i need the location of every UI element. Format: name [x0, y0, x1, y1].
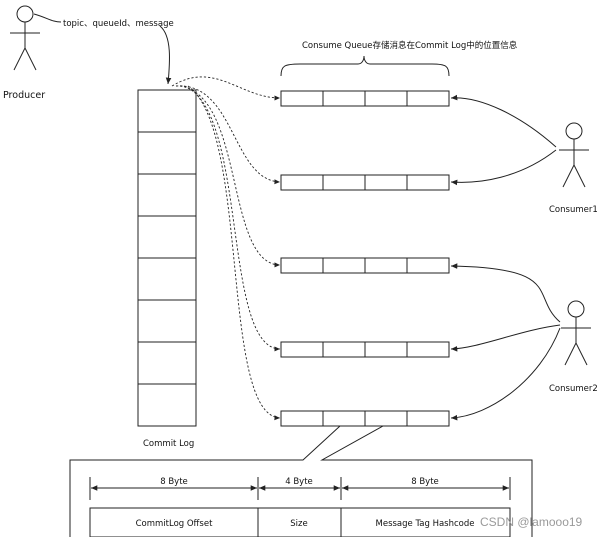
consumer2-label: Consumer2 [549, 384, 598, 394]
consumer1-pull-arrow [450, 94, 557, 148]
commit-log-cell [137, 215, 197, 259]
producer-send-arrow [159, 25, 172, 85]
producer-label-connector [33, 13, 62, 23]
commit-log-cell [137, 341, 197, 385]
commit-log-cell [137, 257, 197, 301]
commit-log-cell [137, 173, 197, 217]
producer-label: Producer [3, 90, 45, 101]
dispatch-arrow [183, 85, 281, 352]
dispatch-arrow [187, 85, 281, 421]
commit-log-label: Commit Log [143, 439, 194, 449]
consumer2-pull-arrow [450, 263, 561, 323]
consumer1-figure [559, 122, 589, 188]
consumer2-pull-arrow [450, 324, 561, 352]
consumer2-pull-arrow [450, 327, 561, 421]
entry-field-size: 4 Byte [285, 477, 313, 487]
commit-log-cell [137, 383, 197, 427]
consume-queue-row [280, 257, 450, 274]
consumer2-figure [561, 300, 591, 366]
consume-queue-row [280, 174, 450, 191]
entry-field-name: Size [290, 519, 307, 529]
entry-field-size: 8 Byte [411, 477, 439, 487]
consume-queue-row [280, 341, 450, 358]
consume-queue-brace [280, 55, 450, 77]
consume-queue-row [280, 410, 450, 427]
entry-size-dimensions [89, 477, 511, 500]
consume-queue-row [280, 90, 450, 107]
entry-detail-callout [69, 425, 533, 537]
commit-log-column [137, 89, 197, 427]
entry-field-size: 8 Byte [160, 477, 188, 487]
commit-log-cell [137, 131, 197, 175]
producer-figure [10, 5, 40, 71]
consume-queue-caption: Consume Queue存储消息在Commit Log中的位置信息 [302, 40, 518, 51]
watermark: CSDN @lamooo19 [480, 515, 583, 529]
entry-field-name: Message Tag Hashcode [376, 519, 475, 529]
dispatch-arrow [175, 85, 281, 185]
entry-field-boxes [89, 507, 511, 537]
commit-log-cell [137, 299, 197, 343]
consumer1-pull-arrow [450, 149, 557, 186]
producer-message-label: topic、queueId、message [63, 19, 174, 29]
consumer1-label: Consumer1 [549, 205, 598, 215]
commit-log-cell [137, 89, 197, 133]
entry-field-name: CommitLog Offset [136, 519, 213, 529]
